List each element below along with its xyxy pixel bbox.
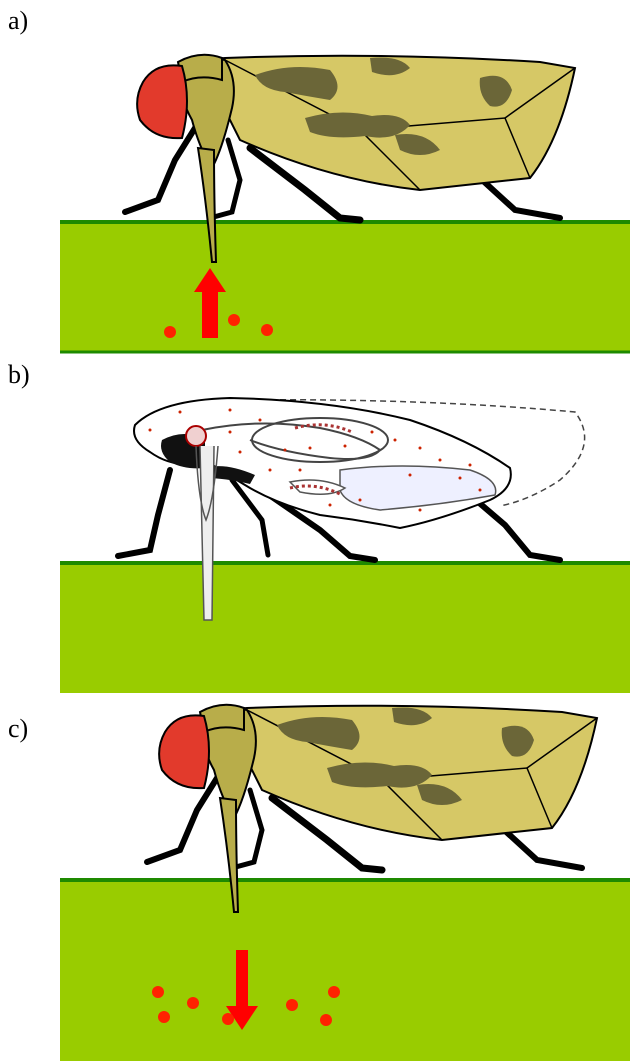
ground-c (60, 880, 630, 1061)
ground-a (60, 222, 630, 352)
panel-a (60, 55, 630, 352)
ground-b (60, 563, 630, 693)
panel-c (60, 705, 630, 1061)
panel-b (60, 398, 630, 693)
salivary-gland-b (186, 426, 206, 446)
